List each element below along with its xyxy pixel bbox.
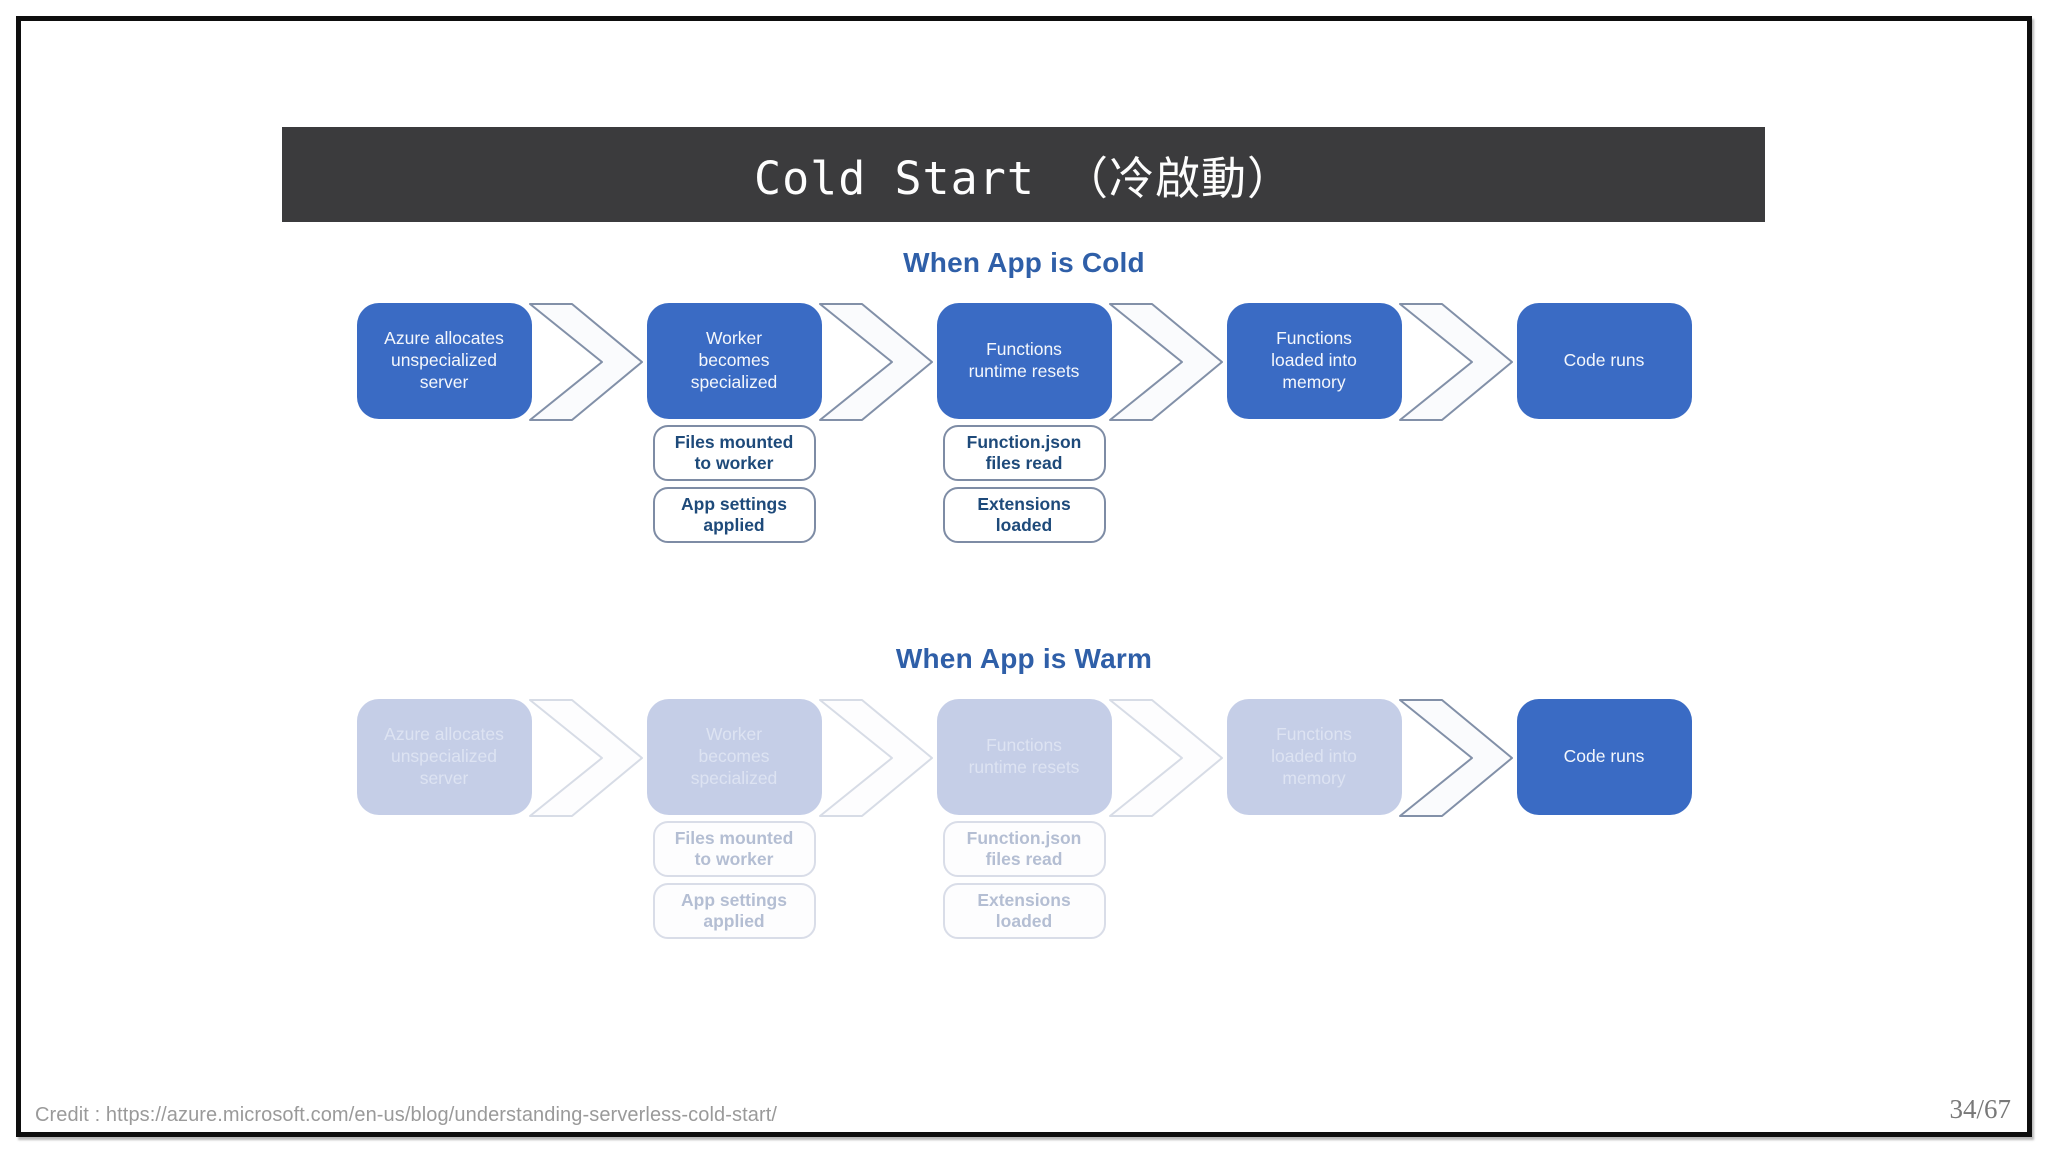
label-line: Extensions <box>977 889 1071 910</box>
chevron-right-icon <box>528 699 644 817</box>
chevron-right-icon <box>818 699 934 817</box>
label-line: becomes <box>698 746 770 767</box>
flow-box-code-runs: Code runs <box>1516 303 1692 419</box>
label-line: loaded <box>995 515 1053 535</box>
flow-step-code-runs: Code runs <box>1516 303 1692 419</box>
label-line: Functions <box>1276 724 1352 745</box>
label-line: runtime resets <box>968 361 1080 381</box>
label-line: runtime resets <box>968 757 1080 777</box>
label-line: applied <box>703 911 765 931</box>
label-line: to worker <box>694 849 774 869</box>
label-line: specialized <box>690 767 778 788</box>
slide-title-bar: Cold Start （冷啟動） <box>282 127 1765 222</box>
label-line: Code runs <box>1563 746 1645 767</box>
flow-box-code-runs: Code runs <box>1516 699 1692 815</box>
chevron-right-icon <box>1108 699 1224 817</box>
credit-text: Credit : https://azure.microsoft.com/en-… <box>35 1104 778 1126</box>
label-line: Functions <box>986 339 1062 360</box>
label-line: unspecialized <box>390 350 498 371</box>
label-line: App settings <box>681 493 787 514</box>
label-line: to worker <box>694 453 774 473</box>
label-line: applied <box>703 515 765 535</box>
label-line: loaded into <box>1271 350 1357 371</box>
label-line: loaded <box>995 911 1053 931</box>
label-line: Function.json <box>966 827 1082 848</box>
chevron-right-icon <box>528 303 644 421</box>
label-line: memory <box>1282 371 1346 392</box>
label-line: Functions <box>986 735 1062 756</box>
label-line: Code runs <box>1563 350 1645 371</box>
label-line: Worker <box>705 724 763 745</box>
label-line: files read <box>985 849 1063 869</box>
label-line: memory <box>1282 767 1346 788</box>
label-line: specialized <box>690 371 778 392</box>
warm-section-heading: When App is Warm <box>895 643 1153 674</box>
label-line: files read <box>985 453 1063 473</box>
label-line: Files mounted <box>674 431 794 452</box>
label-line: Extensions <box>977 493 1071 514</box>
chevron-right-icon <box>1108 303 1224 421</box>
chevron-right-icon <box>1398 699 1514 817</box>
label-line: becomes <box>698 350 770 371</box>
label-line: Azure allocates <box>384 328 504 349</box>
slide-title: Cold Start （冷啟動） <box>753 152 1293 205</box>
label-line: Function.json <box>966 431 1082 452</box>
label-line: server <box>419 371 469 392</box>
page-number: 34/67 <box>1949 1094 2011 1124</box>
slide: Cold Start （冷啟動） When App is Cold Azure … <box>16 16 2032 1137</box>
chevron-right-icon <box>818 303 934 421</box>
flow-step-code-runs: Code runs <box>1516 699 1692 815</box>
chevron-right-icon <box>1398 303 1514 421</box>
label-line: server <box>419 767 469 788</box>
cold-section-heading: When App is Cold <box>903 247 1145 278</box>
label-line: Azure allocates <box>384 724 504 745</box>
label-line: App settings <box>681 889 787 910</box>
label-line: Functions <box>1276 328 1352 349</box>
label-line: loaded into <box>1271 746 1357 767</box>
label-line: Files mounted <box>674 827 794 848</box>
label-line: unspecialized <box>390 746 498 767</box>
label-line: Worker <box>705 328 763 349</box>
